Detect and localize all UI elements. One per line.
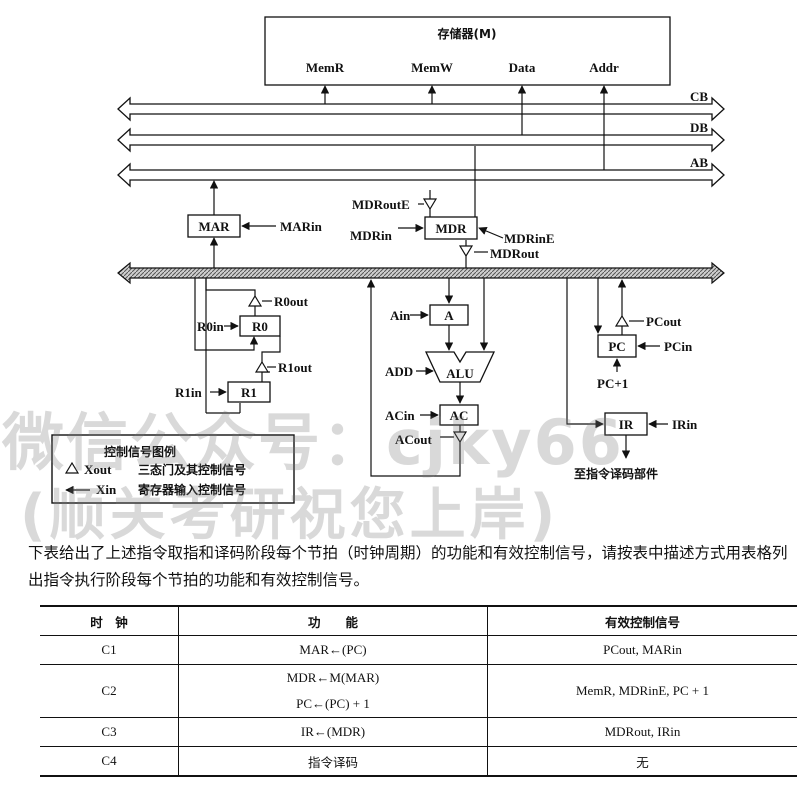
- alu-label: ALU: [446, 366, 474, 381]
- header-function: 功 能: [178, 605, 488, 636]
- ac-register: AC: [439, 404, 479, 426]
- r0in-signal: R0in: [197, 319, 225, 334]
- r1-label: R1: [241, 385, 257, 400]
- signals-cell: 无: [487, 746, 797, 777]
- legend-box: 控制信号图例 Xout 三态门及其控制信号 Xin 寄存器输入控制信号: [51, 434, 295, 504]
- legend-title: 控制信号图例: [104, 444, 176, 459]
- table-header-row: 时 钟 功 能 有效控制信号: [40, 605, 797, 636]
- timing-table: 时 钟 功 能 有效控制信号 C1 MAR←(PC) PCout, MARin …: [40, 605, 797, 777]
- legend-xin-desc: 寄存器输入控制信号: [138, 482, 246, 497]
- r1-register: R1: [227, 381, 271, 403]
- function-cell: MDR←M(MAR) PC←(PC) + 1: [178, 664, 488, 718]
- a-label: A: [444, 308, 454, 323]
- signals-cell: MDRout, IRin: [487, 717, 797, 747]
- internal-bus: [117, 261, 725, 285]
- function-cell: 指令译码: [178, 746, 488, 777]
- r1in-signal: R1in: [175, 385, 203, 400]
- pc-label: PC: [608, 339, 625, 354]
- mar-register: MAR: [187, 214, 241, 238]
- ac-label: AC: [450, 408, 469, 423]
- system-buses: [117, 96, 725, 188]
- mar-label: MAR: [198, 219, 230, 234]
- function-cell: MAR←(PC): [178, 635, 488, 665]
- clock-cell: C3: [40, 717, 179, 747]
- header-signals: 有效控制信号: [487, 605, 797, 636]
- table-row: C2 MDR←M(MAR) PC←(PC) + 1 MemR, MDRinE, …: [40, 664, 797, 718]
- clock-cell: C2: [40, 664, 179, 718]
- pcout-signal: PCout: [646, 314, 682, 329]
- add-signal: ADD: [385, 364, 413, 379]
- memr-port: MemR: [306, 60, 345, 75]
- data-port: Data: [509, 60, 536, 75]
- datapath-diagram: 存储器(M) MemR MemW Data Addr CB DB AB MAR …: [51, 16, 725, 504]
- ir-label: IR: [619, 417, 634, 432]
- table-row: C1 MAR←(PC) PCout, MARin: [40, 635, 797, 665]
- clock-cell: C4: [40, 746, 179, 777]
- r0-label: R0: [252, 319, 268, 334]
- pc-register: PC: [597, 334, 637, 358]
- function-line: PC←(PC) + 1: [296, 696, 370, 711]
- ain-signal: Ain: [390, 308, 411, 323]
- pcin-signal: PCin: [664, 339, 693, 354]
- legend-xout-desc: 三态门及其控制信号: [138, 462, 246, 477]
- addr-port: Addr: [589, 60, 619, 75]
- mdrine-signal: MDRinE: [504, 231, 555, 246]
- legend-xout: Xout: [84, 462, 112, 477]
- memory-block: 存储器(M) MemR MemW Data Addr: [264, 16, 671, 86]
- alu-unit: ALU: [424, 351, 496, 383]
- decoder-target: 至指令译码部件: [574, 466, 658, 481]
- memw-port: MemW: [411, 60, 453, 75]
- acin-signal: ACin: [385, 408, 415, 423]
- signals-cell: PCout, MARin: [487, 635, 797, 665]
- timing-table-container: 时 钟 功 能 有效控制信号 C1 MAR←(PC) PCout, MARin …: [40, 605, 797, 777]
- ab-label: AB: [690, 155, 708, 170]
- mdrout-signal: MDRout: [490, 246, 540, 261]
- function-line: MDR←M(MAR): [286, 670, 380, 685]
- mdr-label: MDR: [435, 221, 467, 236]
- legend-xin: Xin: [96, 482, 117, 497]
- mdrin-signal: MDRin: [350, 228, 393, 243]
- irin-signal: IRin: [672, 417, 698, 432]
- ir-register: IR: [604, 412, 648, 436]
- table-row: C3 IR←(MDR) MDRout, IRin: [40, 717, 797, 747]
- table-row: C4 指令译码 无: [40, 746, 797, 777]
- signals-cell: MemR, MDRinE, PC + 1: [487, 664, 797, 718]
- r0-register: R0: [239, 315, 281, 337]
- mdroute-signal: MDRoutE: [352, 197, 410, 212]
- memory-title: 存储器(M): [437, 26, 497, 41]
- pc-inc-signal: PC+1: [597, 376, 628, 391]
- r1out-signal: R1out: [278, 360, 313, 375]
- db-label: DB: [690, 120, 708, 135]
- header-clock: 时 钟: [40, 605, 179, 636]
- marin-signal: MARin: [280, 219, 323, 234]
- question-text: 下表给出了上述指令取指和译码阶段每个节拍（时钟周期）的功能和有效控制信号，请按表…: [28, 544, 788, 589]
- r0out-signal: R0out: [274, 294, 309, 309]
- function-cell: IR←(MDR): [178, 717, 488, 747]
- clock-cell: C1: [40, 635, 179, 665]
- cb-label: CB: [690, 89, 708, 104]
- memory-connectors: [320, 85, 609, 170]
- tristate-gate-icon: [64, 461, 80, 474]
- mdr-register: MDR: [424, 216, 478, 240]
- acout-signal: ACout: [395, 432, 433, 447]
- a-register: A: [429, 304, 469, 326]
